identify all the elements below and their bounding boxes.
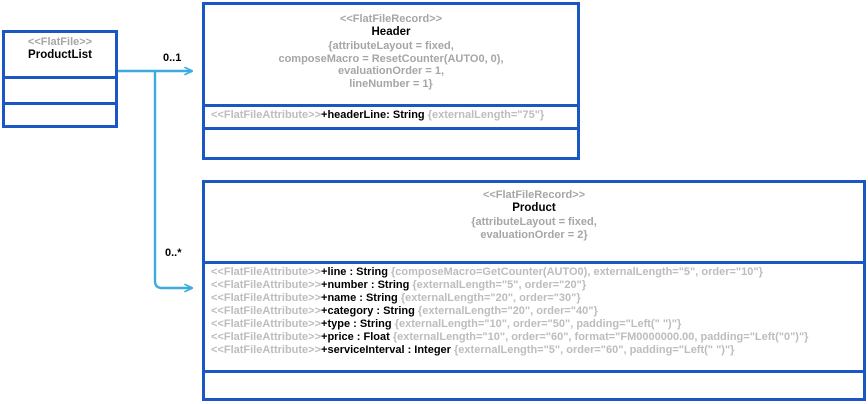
- attribute-signature: +serviceInterval : Integer: [321, 344, 451, 356]
- attribute-signature: +price : Float: [321, 331, 390, 343]
- operations-compartment-empty: [205, 370, 863, 398]
- attribute-stereotype: <<FlatFileAttribute>>: [211, 266, 322, 278]
- attribute-signature: +category : String: [321, 305, 415, 317]
- attribute-signature: +name : String: [321, 292, 398, 304]
- class-stereotype: <<FlatFileRecord>>: [339, 13, 443, 25]
- attribute-tagged-values: {externalLength="75"}: [427, 109, 545, 121]
- attribute-tagged-values: {externalLength="20", order="40"}: [417, 305, 598, 317]
- attribute-stereotype: <<FlatFileAttribute>>: [211, 318, 322, 330]
- attribute-row[interactable]: <<FlatFileAttribute>>+type : String {ext…: [205, 318, 863, 331]
- attribute-stereotype: <<FlatFileAttribute>>: [211, 305, 322, 317]
- multiplicity-label-header: 0..1: [163, 52, 182, 64]
- class-name-compartment: <<FlatFileRecord>> Product {attributeLay…: [205, 183, 863, 261]
- attribute-row[interactable]: <<FlatFileAttribute>>+price : Float {ext…: [205, 331, 863, 344]
- attribute-stereotype: <<FlatFileAttribute>>: [211, 331, 322, 343]
- attribute-signature: +type : String: [321, 318, 392, 330]
- multiplicity-label-product: 0..*: [165, 247, 182, 259]
- attribute-row[interactable]: <<FlatFileAttribute>>+category : String …: [205, 305, 863, 318]
- attribute-tagged-values: {externalLength="10", order="50", paddin…: [394, 318, 682, 330]
- operations-compartment-empty: [5, 102, 115, 125]
- class-box-product-list[interactable]: <<FlatFile>> ProductList: [2, 30, 118, 128]
- attribute-stereotype: <<FlatFileAttribute>>: [211, 292, 322, 304]
- attribute-tagged-values: {externalLength="5", order="60", padding…: [454, 344, 735, 356]
- class-stereotype: <<FlatFile>>: [27, 36, 93, 48]
- attribute-stereotype: <<FlatFileAttribute>>: [211, 279, 322, 291]
- attribute-row[interactable]: <<FlatFileAttribute>>+line : String {com…: [205, 266, 863, 279]
- attribute-row[interactable]: <<FlatFileAttribute>>+headerLine: String…: [205, 109, 577, 122]
- attribute-signature: +number : String: [321, 279, 410, 291]
- class-title: Header: [371, 25, 411, 38]
- class-stereotype: <<FlatFileRecord>>: [482, 189, 586, 201]
- attribute-row[interactable]: <<FlatFileAttribute>>+name : String {ext…: [205, 292, 863, 305]
- attribute-row[interactable]: <<FlatFileAttribute>>+number : String {e…: [205, 279, 863, 292]
- attribute-signature: +line : String: [321, 266, 388, 278]
- attribute-tagged-values: {externalLength="5", order="20"}: [412, 279, 587, 291]
- class-title: ProductList: [28, 48, 92, 61]
- class-box-product[interactable]: <<FlatFileRecord>> Product {attributeLay…: [202, 180, 866, 401]
- class-name-compartment: <<FlatFile>> ProductList: [5, 33, 115, 76]
- class-name-compartment: <<FlatFileRecord>> Header {attributeLayo…: [205, 5, 577, 104]
- attribute-tagged-values: {externalLength="20", order="30"}: [400, 292, 581, 304]
- class-title: Product: [512, 201, 556, 214]
- attribute-stereotype: <<FlatFileAttribute>>: [211, 344, 322, 356]
- attribute-row[interactable]: <<FlatFileAttribute>>+serviceInterval : …: [205, 344, 863, 357]
- attributes-compartment: <<FlatFileAttribute>>+headerLine: String…: [205, 104, 577, 127]
- attribute-tagged-values: {externalLength="10", order="60", format…: [392, 331, 809, 343]
- attribute-tagged-values: {composeMacro=GetCounter(AUTO0), externa…: [391, 266, 763, 278]
- attribute-signature: +headerLine: String: [321, 109, 425, 121]
- class-properties: {attributeLayout = fixed, evaluationOrde…: [471, 215, 597, 241]
- class-box-header[interactable]: <<FlatFileRecord>> Header {attributeLayo…: [202, 2, 580, 160]
- operations-compartment-empty: [205, 127, 577, 157]
- attributes-compartment: <<FlatFileAttribute>>+line : String {com…: [205, 261, 863, 370]
- attribute-stereotype: <<FlatFileAttribute>>: [211, 109, 322, 121]
- class-properties: {attributeLayout = fixed, composeMacro =…: [278, 39, 504, 91]
- attributes-compartment-empty: [5, 76, 115, 102]
